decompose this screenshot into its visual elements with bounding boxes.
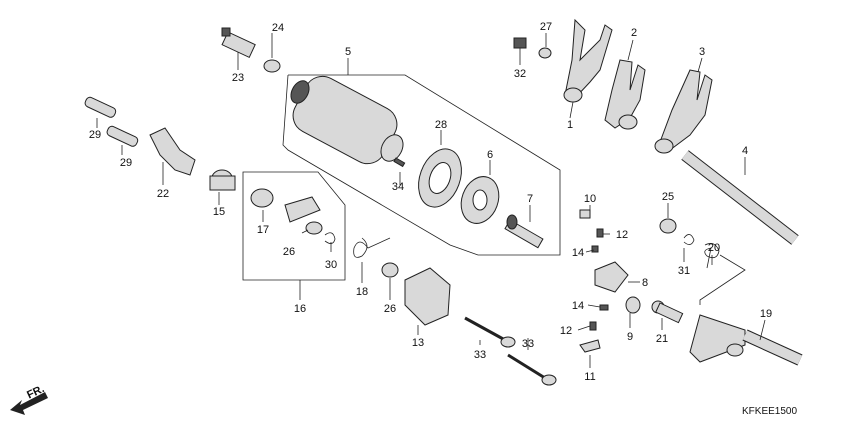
callout-16: 16 — [294, 303, 306, 315]
bolt-21 — [651, 300, 684, 324]
bolt-33-b — [507, 353, 557, 386]
callout-7: 7 — [527, 193, 533, 205]
callout-11: 11 — [584, 371, 595, 383]
stopper-10 — [579, 209, 591, 219]
callout-27: 27 — [540, 21, 552, 33]
stopper-arm — [284, 196, 321, 223]
washer-24 — [263, 59, 281, 73]
callout-1: 1 — [567, 119, 573, 131]
callout-6: 6 — [487, 149, 493, 161]
return-spring-20 — [704, 243, 720, 269]
callout-15: 15 — [213, 206, 225, 218]
callout-20: 20 — [708, 242, 720, 254]
callout-14-a: 14 — [572, 247, 584, 259]
pin-34 — [393, 157, 406, 168]
callout-26-b: 26 — [384, 303, 396, 315]
gearshift-spindle-19 — [689, 314, 803, 366]
callout-8: 8 — [642, 277, 648, 289]
washer-26-b — [381, 262, 399, 278]
pawl-11 — [579, 339, 601, 353]
shift-fork-2 — [604, 59, 646, 130]
callout-labels: 1 2 3 4 6 7 8 9 10 11 12 12 13 14 14 15 … — [89, 21, 772, 383]
callout-31: 31 — [678, 265, 690, 277]
spring-14-a — [591, 245, 599, 253]
callout-12-a: 12 — [616, 229, 628, 241]
callout-29-b: 29 — [120, 157, 132, 169]
frame-group-5 — [282, 74, 561, 256]
bolt-7 — [504, 214, 544, 249]
collar-15 — [209, 169, 236, 191]
callout-29-a: 29 — [89, 129, 101, 141]
callout-14-b: 14 — [572, 300, 584, 312]
callout-19: 19 — [760, 308, 772, 320]
callout-30: 30 — [325, 259, 337, 271]
callout-33-b: 33 — [522, 338, 534, 350]
shift-fork-3 — [654, 69, 713, 154]
callout-18: 18 — [356, 286, 368, 298]
washer-26-a — [305, 221, 323, 235]
callout-5: 5 — [345, 46, 351, 58]
leader-lines — [96, 33, 766, 368]
callout-9: 9 — [627, 331, 633, 343]
callout-23: 23 — [232, 72, 244, 84]
drum-stopper-8 — [594, 261, 629, 293]
spring-30 — [324, 232, 336, 244]
spring-12-b — [589, 321, 597, 331]
callout-2: 2 — [631, 27, 637, 39]
callout-13: 13 — [412, 337, 424, 349]
bolt-32 — [513, 37, 527, 49]
callout-32: 32 — [514, 68, 526, 80]
callout-21: 21 — [656, 333, 668, 345]
roller-17 — [250, 188, 274, 208]
washer-27 — [538, 47, 552, 59]
callout-4: 4 — [742, 145, 748, 157]
callout-22: 22 — [157, 188, 169, 200]
shift-drum-center-6 — [460, 176, 500, 224]
shift-fork-1 — [563, 18, 613, 103]
callout-33-a: 33 — [474, 349, 486, 361]
washer-25 — [659, 218, 677, 234]
callout-3: 3 — [699, 46, 705, 58]
bolt-9 — [625, 296, 641, 314]
dowel-29-b — [106, 125, 139, 147]
spring-14-b — [599, 304, 609, 311]
circlip-31 — [683, 234, 695, 245]
front-arrow-icon — [10, 392, 48, 415]
dowel-29-a — [84, 96, 117, 118]
callout-25: 25 — [662, 191, 674, 203]
spring-12-a — [596, 228, 604, 238]
fork-shaft-4 — [681, 150, 799, 245]
diagram-code: KFKEE1500 — [742, 406, 797, 417]
callout-10: 10 — [584, 193, 596, 205]
bolt-33-a — [464, 316, 516, 348]
frame-group-19-20 — [699, 254, 746, 305]
plate-22 — [149, 127, 196, 176]
callout-24: 24 — [272, 22, 284, 34]
guide-plate-13 — [404, 267, 451, 326]
neutral-switch-23 — [221, 27, 256, 59]
spring-18 — [353, 237, 391, 258]
shift-drum — [290, 75, 404, 165]
frame-group-16 — [242, 171, 346, 281]
callout-12-b: 12 — [560, 325, 572, 337]
callout-17: 17 — [257, 224, 269, 236]
callout-34: 34 — [392, 181, 404, 193]
callout-28: 28 — [435, 119, 447, 131]
bearing-28 — [418, 148, 462, 208]
callout-26-a: 26 — [283, 246, 295, 258]
